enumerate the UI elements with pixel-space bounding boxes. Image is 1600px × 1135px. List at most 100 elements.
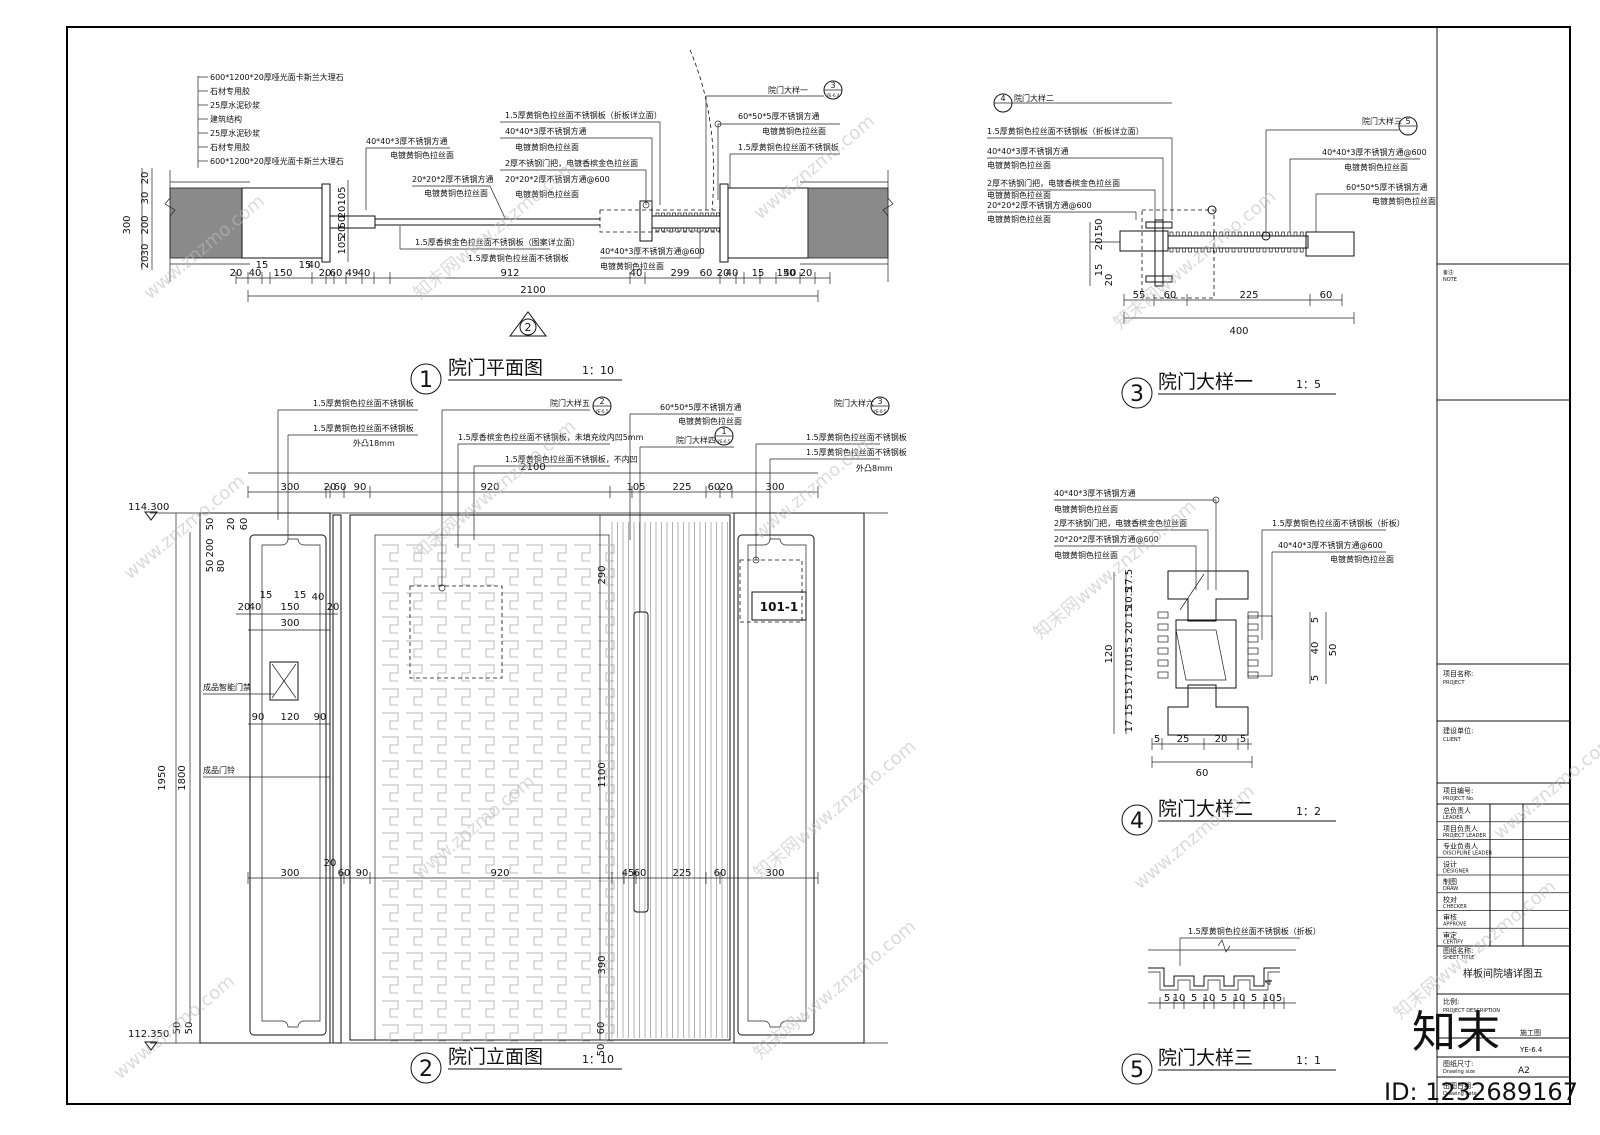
elev-note-r1-0: 60*50*5厚不锈钢方通: [660, 402, 741, 412]
d2-vdim: 17.5: [1124, 569, 1135, 591]
plan-dim: 40: [726, 268, 739, 279]
tb-row-cn: 项目负责人: [1443, 824, 1478, 833]
d2-dim: 5: [1240, 734, 1246, 745]
d1-vdim: 15: [1094, 264, 1105, 277]
d1-note: 电镀黄铜色拉丝面: [987, 214, 1051, 224]
elev-callout-num: 3: [877, 397, 882, 406]
elev-top-dim: 20: [324, 482, 337, 493]
plan-dim: 150: [273, 268, 292, 279]
tb-row-cn: 审核: [1443, 913, 1457, 922]
tb-row-cn: 专业负责人: [1443, 842, 1478, 851]
plan-center-vdim: 105: [337, 186, 348, 205]
d2-note: 2厚不锈钢门把，电镀香槟金色拉丝面: [1054, 518, 1187, 528]
d3-dim: 5: [1276, 993, 1282, 1004]
d1-vdim: 150: [1094, 218, 1105, 237]
d3-dim: 5: [1221, 993, 1227, 1004]
plan-left-vdim: 200: [140, 215, 151, 234]
d3-dim: 10: [1173, 993, 1186, 1004]
d3-note: 1.5厚黄铜色拉丝面不锈钢板（折板）: [1188, 926, 1321, 936]
tb-date-en: Drawing date: [1443, 1091, 1477, 1097]
elev-small-dim: 90: [252, 712, 265, 723]
watermark-text: 知末网www.znzmo.com: [1110, 186, 1280, 334]
watermark-text: www.znzmo.com: [1490, 731, 1600, 844]
d1-note-r: 电镀黄铜色拉丝面: [1372, 196, 1436, 206]
d1-dim: 60: [1320, 290, 1333, 301]
right-pillar-panel: [737, 534, 815, 1036]
d1-callout-r-num: 5: [1405, 117, 1410, 126]
elev-note-r2-1: 1.5厚黄铜色拉丝面不锈钢板: [806, 432, 907, 442]
elev-mid-dim: 60: [714, 868, 727, 879]
plan-dim: 40: [358, 268, 371, 279]
d2-vdim: 17: [1124, 720, 1135, 733]
d2-dim: 25: [1177, 734, 1190, 745]
d1-note-r: 电镀黄铜色拉丝面: [1344, 162, 1408, 172]
view-title-bubble: [1121, 377, 1153, 409]
tb-row-en: LEADER: [1443, 815, 1463, 821]
tb-client-en: CLIENT: [1443, 737, 1462, 743]
tb-row-cn: 审定: [1443, 930, 1457, 939]
d2-note: 电镀黄铜色拉丝面: [1054, 504, 1118, 514]
elev-callout-sheet: YE-6.5: [717, 439, 731, 444]
d2-rdim: 40: [1310, 642, 1321, 655]
view-title-bubble: [410, 363, 442, 395]
elev-note-r1-2: 院门大样四: [676, 435, 716, 445]
elev-small-dim: 15: [260, 590, 273, 601]
elev-top-total: 2100: [520, 462, 545, 473]
elev-note-m0: 院门大样五: [550, 398, 590, 408]
d3-dim: 10: [1203, 993, 1216, 1004]
elev-small-dim: 15: [294, 590, 307, 601]
plan-dim: 49: [346, 268, 359, 279]
plan-note-c: 2厚不锈钢门把，电镀香槟金色拉丝面: [505, 158, 638, 168]
elev-top-dim: 60: [334, 482, 347, 493]
elev-note-m2: 1.5厚黄铜色拉丝面不锈钢板，不内凹: [505, 454, 638, 464]
elev-small-dim: 40: [249, 602, 262, 613]
tb-row-en: DESIGNER: [1443, 868, 1469, 874]
d3-dim: 10: [1263, 993, 1276, 1004]
watermark-brand: 知末: [1412, 1007, 1500, 1058]
elev-callout-sheet: YE-6.5: [873, 409, 887, 414]
d2-note-r: 1.5厚黄铜色拉丝面不锈钢板（折板）: [1272, 518, 1405, 528]
watermark-text: 知末网www.znzmo.com: [750, 916, 920, 1064]
d3-dim: 5: [1164, 993, 1170, 1004]
plan-dim: 15: [299, 260, 312, 271]
d1-handle: [1154, 219, 1164, 287]
d1-callout-r-label: 院门大样三: [1362, 116, 1402, 126]
plan-left-300: 300: [122, 215, 133, 234]
plan-dim: 20: [717, 268, 730, 279]
access-control-device: [269, 661, 299, 701]
tb-size-val: A2: [1518, 1066, 1530, 1076]
tb-row-en: DISCIPLINE LEADER: [1443, 851, 1493, 857]
elev-top-dim: 300: [765, 482, 784, 493]
elev-small-dim: 80: [216, 560, 227, 573]
house-number: 101-1: [760, 600, 798, 614]
view-title-scale: 1：10: [582, 1053, 614, 1066]
d2-vdim: 15: [1124, 704, 1135, 717]
plan-center-vdim: 20: [337, 206, 348, 219]
plan-dim: 60: [330, 268, 343, 279]
elev-top-dim: 20: [720, 482, 733, 493]
right-wall-core: [807, 187, 889, 259]
elev-small-dim: 50: [596, 1044, 607, 1057]
view-title-num: 3: [1130, 382, 1144, 407]
d2-total: 60: [1196, 768, 1209, 779]
d3-v-dim: 4: [1264, 979, 1275, 985]
d2-vdim: 15.5: [1124, 637, 1135, 659]
elev-h-1100: 1100: [597, 762, 608, 787]
plan-center-vdim: 20: [337, 226, 348, 239]
d2-v-total: 120: [1104, 644, 1115, 663]
plan-left-vdim: 20: [140, 256, 151, 269]
plan-layer-label: 建筑结构: [210, 114, 242, 124]
d2-note: 电镀黄铜色拉丝面: [1054, 550, 1118, 560]
d3-folded-plate: [1148, 967, 1280, 987]
elev-mid-dim: 300: [280, 868, 299, 879]
plan-left-vdim: 30: [140, 192, 151, 205]
lattice-panel: [374, 534, 610, 1041]
plan-dim: 40: [249, 268, 262, 279]
d2-note-r: 电镀黄铜色拉丝面: [1330, 554, 1394, 564]
watermark-text: www.znzmo.com: [110, 971, 239, 1084]
view-title-bubble: [1121, 804, 1153, 836]
tb-row-en: APPROVE: [1443, 922, 1466, 928]
d3-dim: 10: [1233, 993, 1246, 1004]
